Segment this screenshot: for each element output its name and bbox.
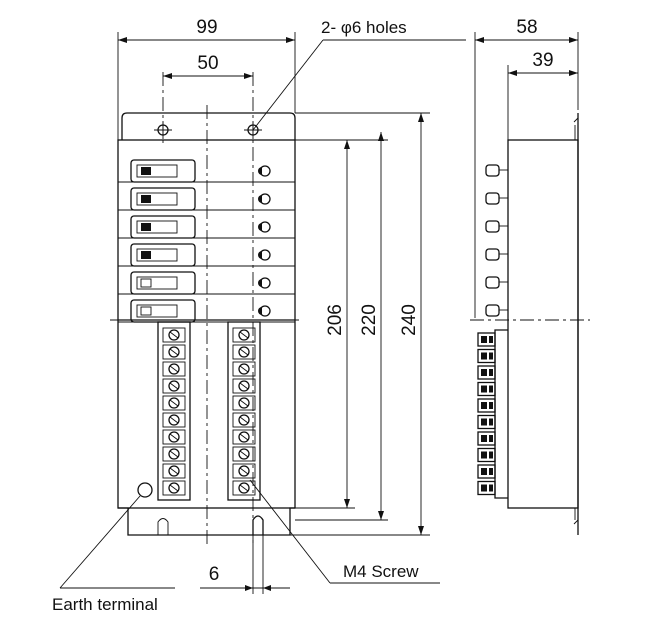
side-terminal-icon <box>477 431 496 446</box>
dimension-240: 240 <box>399 113 424 535</box>
terminal-screw-icon <box>232 429 256 445</box>
side-terminal-icon <box>477 381 496 397</box>
terminal-column-left <box>157 321 191 501</box>
terminal-screw-icon <box>232 446 256 462</box>
breaker-toggle-icon <box>141 195 151 203</box>
terminal-screw-icon <box>162 480 186 496</box>
breaker-window <box>136 220 178 234</box>
terminal-screw-icon <box>162 378 186 394</box>
dimension-220: 220 <box>359 132 384 520</box>
vertical-extension-lines <box>210 112 430 536</box>
dimension-99: 99 <box>117 17 296 140</box>
side-knob-icon <box>485 192 500 205</box>
terminal-screw-icon <box>162 361 186 377</box>
terminal-column-frame <box>227 321 261 501</box>
terminal-column-frame <box>157 321 191 501</box>
terminal-screw-icon <box>232 480 256 496</box>
terminal-screw-icon <box>162 412 186 428</box>
terminal-screw-icon <box>162 395 186 411</box>
terminal-screw-icon <box>232 361 256 377</box>
dimension-39-label: 39 <box>532 50 553 71</box>
side-terminal-icon <box>477 365 496 380</box>
breaker-5 <box>118 271 295 295</box>
terminal-screw-icon <box>232 378 256 394</box>
holes-callout: 2- φ6 holes <box>252 18 466 131</box>
terminal-screw-icon <box>162 327 186 343</box>
breaker-body <box>130 159 196 183</box>
breaker-toggle-icon <box>141 223 151 231</box>
side-knob-icon <box>485 248 500 261</box>
dimension-50: 50 <box>163 53 253 79</box>
dimension-240-label: 240 <box>399 304 420 336</box>
terminal-screw-icon <box>232 412 256 428</box>
side-terminal-icon <box>477 464 496 479</box>
front-view <box>117 112 296 536</box>
breaker-toggle-icon <box>141 251 151 259</box>
center-lines <box>110 72 590 545</box>
side-terminal-icon <box>477 447 496 463</box>
breaker-column <box>118 159 295 323</box>
side-view <box>494 113 579 535</box>
breaker-toggle-icon <box>140 306 152 316</box>
dimension-58: 58 <box>474 17 579 318</box>
breaker-6 <box>118 299 295 323</box>
breaker-toggle-icon <box>141 167 151 175</box>
screw-callout: M4 Screw <box>249 479 440 584</box>
side-knob-icon <box>485 220 500 233</box>
breaker-window <box>136 248 178 262</box>
side-breaker-knobs <box>485 164 508 317</box>
earth-terminal-icon <box>137 482 153 498</box>
terminal-screw-icon <box>232 327 256 343</box>
dimension-206-label: 206 <box>325 304 346 336</box>
breaker-toggle-icon <box>140 278 152 288</box>
terminal-screw-icon <box>162 446 186 462</box>
terminal-screw-icon <box>162 463 186 479</box>
breaker-window <box>136 304 178 318</box>
breaker-body <box>130 215 196 239</box>
terminal-screw-icon <box>232 463 256 479</box>
side-terminal-icon <box>477 480 496 496</box>
dimension-206: 206 <box>325 140 350 508</box>
breaker-1 <box>118 159 295 183</box>
earth-callout: Earth terminal <box>52 495 175 614</box>
side-knob-icon <box>485 304 500 317</box>
terminal-screw-icon <box>162 344 186 360</box>
breaker-3 <box>118 215 295 239</box>
breaker-body <box>130 187 196 211</box>
breaker-2 <box>118 187 295 211</box>
breaker-window <box>136 164 178 178</box>
side-terminal-icon <box>477 348 496 364</box>
terminal-screw-icon <box>162 429 186 445</box>
breaker-body <box>130 271 196 295</box>
breaker-window <box>136 192 178 206</box>
side-terminal-icon <box>477 398 496 413</box>
holes-callout-label: 2- φ6 holes <box>321 18 407 37</box>
side-terminal-icon <box>477 414 496 430</box>
dimension-58-label: 58 <box>516 17 537 38</box>
dimension-6: 6 <box>200 535 290 594</box>
breaker-window <box>136 276 178 290</box>
side-terminal-profile <box>477 332 496 496</box>
earth-callout-label: Earth terminal <box>52 595 158 614</box>
terminal-screw-icon <box>232 395 256 411</box>
screw-callout-label: M4 Screw <box>343 562 419 581</box>
breaker-body <box>130 243 196 267</box>
dimension-50-label: 50 <box>197 53 218 74</box>
side-knob-icon <box>485 164 500 177</box>
dimension-6-label: 6 <box>209 564 220 585</box>
dimension-220-label: 220 <box>359 304 380 336</box>
breaker-4 <box>118 243 295 267</box>
terminal-column-right <box>227 321 261 501</box>
dimension-99-label: 99 <box>196 17 217 38</box>
terminal-screw-icon <box>232 344 256 360</box>
side-terminal-icon <box>477 332 496 347</box>
side-knob-icon <box>485 276 500 289</box>
dimension-39: 39 <box>507 50 578 140</box>
terminal-blocks <box>157 321 261 501</box>
